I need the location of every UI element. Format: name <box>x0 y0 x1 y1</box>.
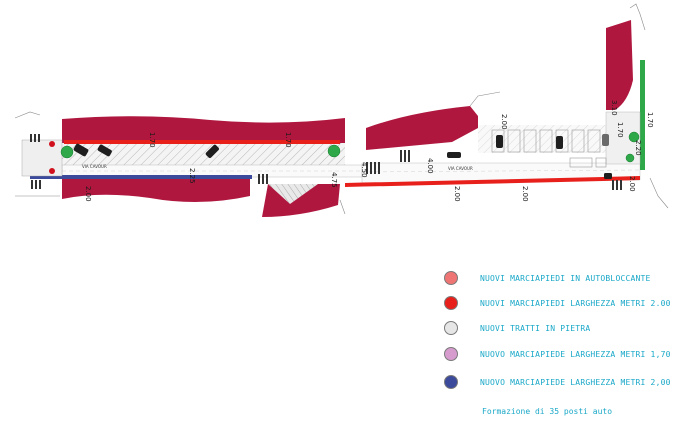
dimension-label: 2.25 <box>188 168 196 184</box>
car-icon <box>97 144 112 157</box>
car-icon <box>447 152 461 158</box>
dimension-label: 1.70 <box>148 132 156 148</box>
car-icon <box>556 136 563 149</box>
legend-item-marciapiedi-2m: NUOVI MARCIAPIEDI LARGHEZZA METRI 2.00 <box>444 295 671 311</box>
dimension-label: 2.00 <box>628 176 636 192</box>
parked-cars <box>73 134 612 179</box>
building-block-upper-left <box>62 116 345 143</box>
dimension-label: 4.00 <box>426 158 434 174</box>
car-icon <box>604 173 612 179</box>
building-block-upper-right <box>606 20 633 110</box>
building-block-lower-left <box>62 178 250 203</box>
dimension-label: 4.50 <box>360 162 368 178</box>
car-icon <box>602 134 609 146</box>
dimension-label: 1.70 <box>284 132 292 148</box>
hatched-areas <box>62 125 616 204</box>
dimension-label: 1.70 <box>616 122 624 138</box>
dimension-label: 2.00 <box>453 186 461 202</box>
tree-icon <box>327 144 341 158</box>
dimension-label: 2.00 <box>84 186 92 202</box>
sidewalk-blue-lower <box>30 175 252 179</box>
dimension-label: 2.20 <box>634 140 642 156</box>
contour-lines <box>14 3 669 215</box>
street-label-via-cavour: VIA CAVOUR <box>82 164 107 169</box>
car-icon <box>205 144 219 158</box>
legend-swatch <box>444 296 458 310</box>
legend-swatch <box>444 321 458 335</box>
legend-item-autobloccante: NUOVI MARCIAPIEDI IN AUTOBLOCCANTE <box>444 270 651 286</box>
legend-label: NUOVI MARCIAPIEDI LARGHEZZA METRI 2.00 <box>480 298 671 308</box>
legend-swatch <box>444 375 458 389</box>
building-blocks <box>62 20 633 217</box>
building-block-upper-middle <box>366 106 478 150</box>
trees <box>60 131 640 163</box>
street-plan-drawing: VIA CAVOUR VIA CAVOUR 1.70 1.70 2.25 2.0… <box>14 3 669 217</box>
legend-label: NUOVO MARCIAPIEDE LARGHEZZA METRI 1,70 <box>480 349 671 359</box>
dimension-label: 2.00 <box>500 114 508 130</box>
legend-swatch <box>444 271 458 285</box>
dimension-labels: 1.70 1.70 2.25 2.00 4.75 4.50 4.00 2.00 … <box>84 100 654 202</box>
hatched-parking-left <box>62 143 345 165</box>
parking-bays <box>491 129 607 168</box>
parking-note: Formazione di 35 posti auto <box>482 407 613 416</box>
hatched-area-triangle <box>268 184 318 204</box>
sidewalk-red-upper <box>64 140 340 144</box>
dimension-label: 3.10 <box>610 100 618 116</box>
dimension-label: 1.70 <box>646 112 654 128</box>
legend-label: NUOVI TRATTI IN PIETRA <box>480 323 591 333</box>
sidewalk-green-right <box>640 60 645 170</box>
street-label-via-cavour: VIA CAVOUR <box>448 166 473 171</box>
legend-label: NUOVI MARCIAPIEDI IN AUTOBLOCCANTE <box>480 273 651 283</box>
sidewalk-red-lower <box>345 176 640 187</box>
zebra-crossings <box>30 134 622 190</box>
legend-label: NUOVO MARCIAPIEDE LARGHEZZA METRI 2,00 <box>480 377 671 387</box>
dimension-label: 2.00 <box>521 186 529 202</box>
sidewalk-pink-left <box>21 139 63 177</box>
legend-swatch <box>444 347 458 361</box>
car-icon <box>73 143 89 157</box>
bollards <box>49 141 55 174</box>
tree-icon <box>60 145 74 159</box>
car-icon <box>496 135 503 148</box>
legend-item-marciapiede-170: NUOVO MARCIAPIEDE LARGHEZZA METRI 1,70 <box>444 346 671 362</box>
tree-icon <box>625 153 635 163</box>
tree-icon <box>628 131 640 143</box>
dimension-label: 4.75 <box>330 172 338 188</box>
legend-item-marciapiede-200: NUOVO MARCIAPIEDE LARGHEZZA METRI 2,00 <box>444 374 671 390</box>
legend-item-pietra: NUOVI TRATTI IN PIETRA <box>444 320 590 336</box>
